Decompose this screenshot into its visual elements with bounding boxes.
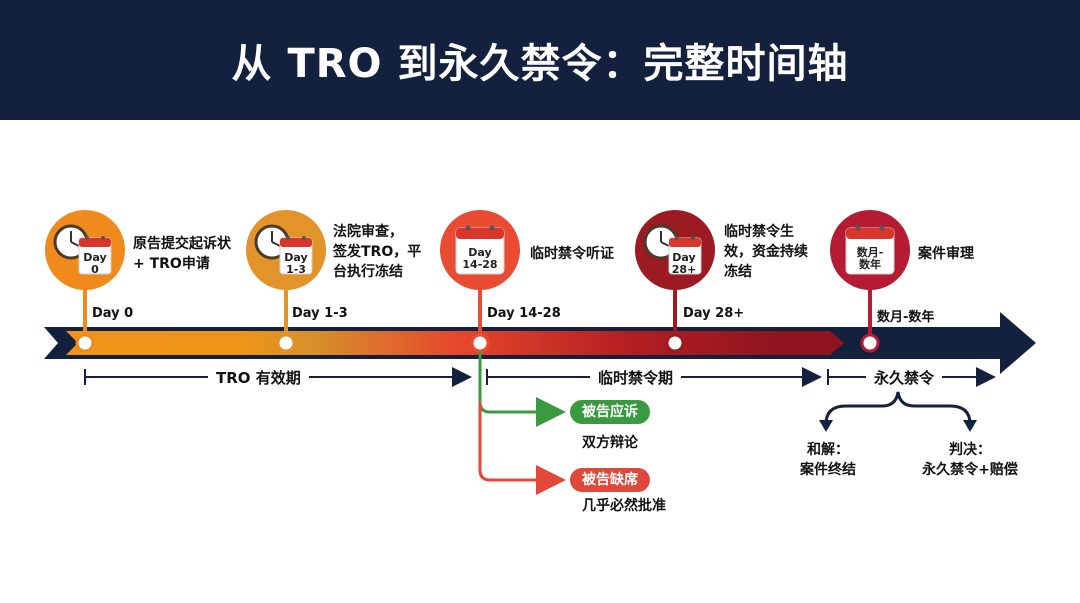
clock-calendar-icon-3: [635, 210, 715, 290]
calendar-text-4: 数月-数年: [856, 246, 884, 271]
badge-defendant-appears: 被告应诉: [570, 400, 650, 424]
timeline-dot-2: [470, 333, 490, 353]
day-label-4: 数月-数年: [877, 310, 935, 325]
timeline-dot-3: [665, 333, 685, 353]
timeline-dot-4: [860, 333, 880, 353]
branch-default-line: [478, 402, 566, 495]
timeline-dot-0: [75, 333, 95, 353]
calendar-icon-2: [440, 210, 520, 290]
day-label-0: Day 0: [92, 306, 134, 321]
outcome-settlement: 和解：案件终结: [800, 442, 856, 478]
header-banner: 从 TRO 到永久禁令：完整时间轴: [0, 0, 1080, 120]
badge-defendant-default: 被告缺席: [570, 468, 650, 492]
clock-calendar-icon-0: [45, 210, 125, 290]
branch-sub-appears: 双方辩论: [582, 435, 638, 451]
day-label-2: Day 14-28: [487, 306, 561, 321]
timeline-dot-1: [276, 333, 296, 353]
outcome-right-arrowhead: [963, 420, 977, 432]
node-desc-1: 法院审查，签发TRO，平台执行冻结: [333, 224, 422, 280]
outcome-judgment: 判决：永久禁令+赔偿: [922, 442, 1018, 478]
calendar-icon-4: [830, 210, 910, 290]
phase-label-pi: 临时禁令期: [590, 367, 682, 388]
phase-label-permanent: 永久禁令: [866, 367, 943, 388]
node-desc-0: 原告提交起诉状+ TRO申请: [133, 236, 231, 272]
branch-sub-default: 几乎必然批准: [582, 498, 666, 514]
day-label-1: Day 1-3: [292, 306, 348, 321]
node-desc-2: 临时禁令听证: [530, 246, 614, 262]
page-title: 从 TRO 到永久禁令：完整时间轴: [231, 41, 849, 87]
phase-label-tro: TRO 有效期: [208, 367, 309, 388]
node-desc-3: 临时禁令生效，资金持续冻结: [724, 224, 808, 280]
node-desc-4: 案件审理: [918, 246, 974, 262]
outcome-brace: [824, 391, 972, 425]
outcome-left-arrowhead: [819, 420, 833, 432]
day-label-3: Day 28+: [683, 306, 745, 321]
branch-appear-line: [478, 352, 566, 427]
clock-calendar-icon-1: [246, 210, 326, 290]
timeline-bar: [66, 331, 844, 355]
